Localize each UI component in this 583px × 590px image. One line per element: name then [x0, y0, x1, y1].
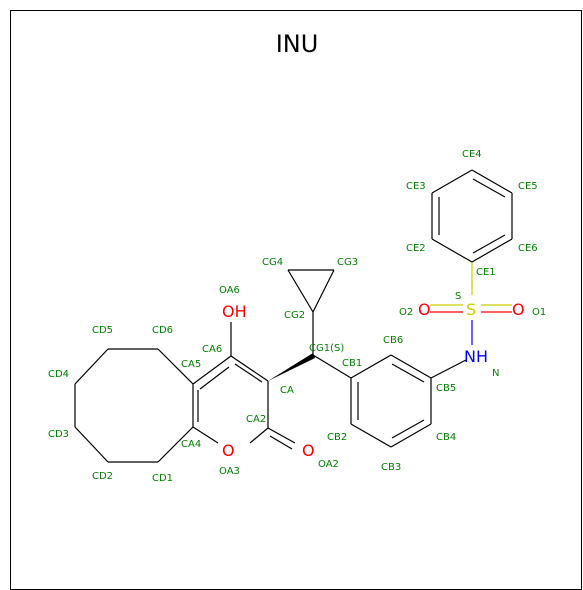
benzene-ring-b — [350, 354, 467, 448]
atom-label: CD6 — [152, 325, 173, 336]
ring-oxygen-atom: O — [222, 441, 235, 460]
atom-label: CB6 — [383, 335, 403, 346]
atom-label: CE1 — [476, 267, 496, 278]
atom-label: CD5 — [92, 325, 113, 336]
atom-label: CB1 — [342, 358, 362, 369]
atom-label: CD4 — [48, 369, 69, 380]
sulfonyl-oxygen-right: O — [512, 300, 525, 319]
atom-label: CA6 — [202, 344, 222, 355]
atom-label: CE6 — [518, 243, 538, 254]
atom-label: CA2 — [246, 414, 266, 425]
structure-frame — [10, 10, 582, 590]
atom-label: CA4 — [181, 439, 201, 450]
atom-label: CB5 — [436, 383, 456, 394]
atom-label: N — [492, 368, 499, 379]
cyclopropyl-ring — [287, 269, 335, 313]
atom-label: O1 — [532, 307, 546, 318]
atom-label: CE3 — [406, 181, 426, 192]
sulfonamide-group — [430, 262, 512, 345]
sulfur-atom: S — [466, 300, 476, 319]
cg1-cb1-bond — [312, 354, 352, 379]
cyclooctane-ring — [74, 348, 194, 463]
atom-label: CE5 — [518, 181, 538, 192]
atom-label: CB4 — [436, 432, 456, 443]
amine-nh-atom: NH — [464, 347, 488, 366]
benzene-ring-e — [431, 169, 513, 263]
atom-label: CG4 — [262, 257, 283, 268]
hydroxyl-atom: OH — [222, 302, 247, 321]
atom-label: CG2 — [284, 310, 305, 321]
atom-label: CA5 — [181, 359, 201, 370]
atom-label: OA2 — [318, 459, 339, 470]
atom-label: CB2 — [327, 432, 347, 443]
atom-label: CG1(S) — [309, 343, 344, 354]
atom-label: CB3 — [381, 462, 401, 473]
atom-labels: CE4 CE3 CE5 CE2 CE6 CE1 CG4 CG3 CG2 CG1(… — [48, 149, 546, 484]
ligand-title: INU — [276, 30, 319, 58]
atom-label: CD1 — [152, 473, 173, 484]
pyranone-ring — [192, 322, 296, 450]
sulfonyl-oxygen-left: O — [418, 300, 431, 319]
atom-label: CD2 — [92, 471, 113, 482]
atom-label: CD3 — [48, 429, 69, 440]
atom-label: CA — [280, 385, 294, 396]
atom-label: CE2 — [406, 243, 426, 254]
carbonyl-oxygen-atom: O — [302, 441, 315, 460]
atom-label: OA6 — [219, 285, 240, 296]
atom-label: CE4 — [462, 149, 482, 160]
atom-label: CG3 — [337, 257, 358, 268]
atom-label: OA3 — [219, 466, 240, 477]
atom-label: S — [455, 291, 461, 302]
atom-label: O2 — [399, 307, 413, 318]
wedge-bond — [268, 353, 315, 381]
